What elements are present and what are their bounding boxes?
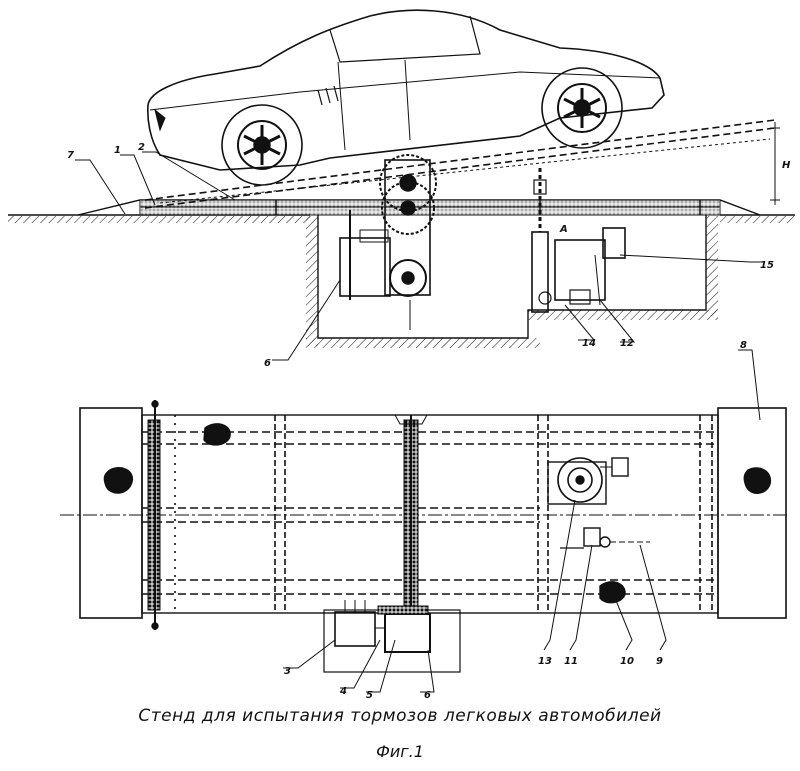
plan-view [60,349,790,693]
pit [306,215,718,348]
leaders-side [75,151,763,361]
roller-left-top [203,423,231,446]
callout-3: 3 [284,666,291,677]
letter-a: A [559,224,568,235]
callout-7: 7 [67,150,74,161]
left-ramp [79,407,143,619]
drawing-caption: Стенд для испытания тормозов легковых ав… [138,706,662,726]
roller-right-bottom [599,581,626,604]
sensor-assembly [560,527,650,549]
inclined-ramp [144,119,776,209]
drive-unit [339,154,437,330]
callout-4: 4 [339,686,347,697]
callout-10: 10 [620,656,634,667]
height-dimension [770,122,780,205]
callouts: 7 1 2 6 14 12 15 8 3 4 5 6 13 11 10 9 [67,142,774,701]
motor-gearbox-plan [323,600,461,673]
ground [8,214,795,223]
callout-5: 5 [366,690,373,701]
callout-6-plan: 6 [424,690,431,701]
rear-wheel [221,104,303,186]
callout-13: 13 [538,656,552,667]
brake-drum [547,457,629,505]
callout-14: 14 [582,338,596,349]
callout-6-side: 6 [264,358,271,369]
callout-8: 8 [740,340,747,351]
callout-9: 9 [656,656,663,667]
brake-unit [554,227,626,306]
callout-15: 15 [760,260,774,271]
callout-2: 2 [138,142,145,153]
wheel-chock-left [103,466,134,494]
leaders-plan [283,349,761,693]
right-ramp [717,407,787,619]
callout-11: 11 [564,656,578,667]
height-mark: H [782,160,791,171]
rails-plan [142,431,718,595]
side-view: H [8,9,795,361]
cross-members [174,415,713,613]
actuator [531,168,552,313]
platform [77,199,761,216]
callout-12: 12 [620,338,634,349]
figure-label: Фиг.1 [376,742,424,761]
front-wheel [541,67,623,149]
callout-1: 1 [114,145,121,156]
car-body [147,9,665,171]
wheel-chock-right [743,467,772,494]
